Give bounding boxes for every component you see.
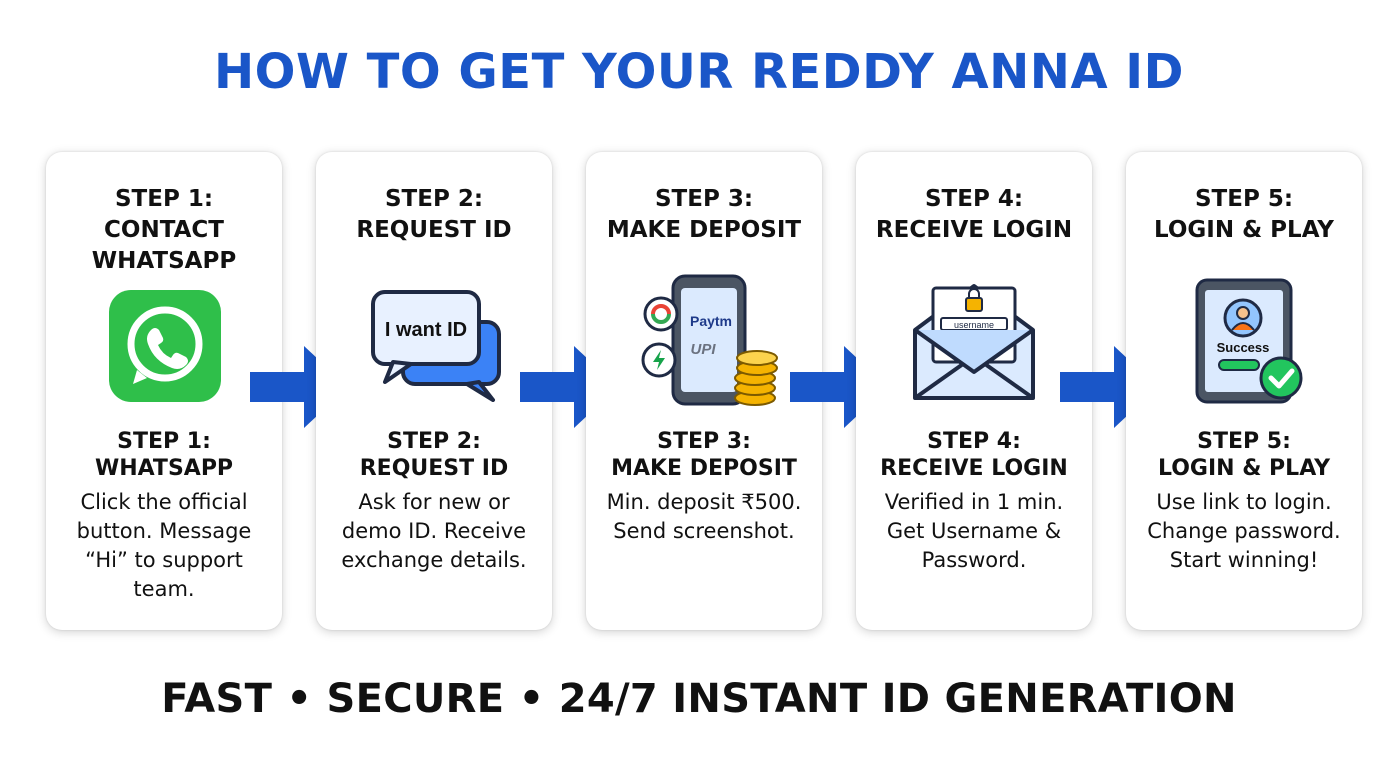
step-subheading: STEP 1: WHATSAPP [94, 429, 234, 481]
step-heading: STEP 1: CONTACT WHATSAPP [91, 186, 237, 274]
step-card-4: STEP 4: RECEIVE LOGIN username STEP 4: R… [856, 152, 1092, 630]
step-card-1: STEP 1: CONTACT WHATSAPP STEP 1: WHATSAP… [46, 152, 282, 630]
step-card-2: STEP 2: REQUEST ID I want ID STEP 2: REQ… [316, 152, 552, 630]
step-description: Verified in 1 min. Get Username & Passwo… [884, 490, 1064, 572]
step-subheading: STEP 3: MAKE DEPOSIT [611, 429, 797, 481]
paytm-label: Paytm [690, 313, 732, 329]
success-label: Success [1217, 340, 1270, 355]
step-description: Ask for new or demo ID. Receive exchange… [341, 490, 527, 572]
step-description: Use link to login. Change password. Star… [1147, 490, 1341, 572]
whatsapp-icon [109, 290, 221, 402]
chat-bubble-icon: I want ID [371, 290, 501, 402]
step-heading: STEP 3: MAKE DEPOSIT [606, 186, 802, 243]
step-subheading: STEP 5: LOGIN & PLAY [1157, 429, 1331, 481]
step-subheading: STEP 4: RECEIVE LOGIN [880, 429, 1068, 481]
step-heading: STEP 2: REQUEST ID [356, 186, 512, 243]
envelope-login-icon: username [913, 284, 1035, 400]
step-card-5: STEP 5: LOGIN & PLAY Success STEP 5: LOG… [1126, 152, 1362, 630]
step-subheading: STEP 2: REQUEST ID [359, 429, 509, 481]
step-card-3: STEP 3: MAKE DEPOSIT Paytm UPI STEP 3: M… [586, 152, 822, 630]
tablet-success-icon: Success [1195, 278, 1303, 404]
step-heading: STEP 4: RECEIVE LOGIN [875, 186, 1073, 243]
chat-bubble-text: I want ID [385, 319, 467, 341]
step-heading: STEP 5: LOGIN & PLAY [1154, 186, 1334, 243]
page-title: HOW TO GET YOUR REDDY ANNA ID [214, 44, 1184, 100]
footer-tagline: FAST • SECURE • 24/7 INSTANT ID GENERATI… [161, 676, 1237, 722]
step-description: Click the official button. Message “Hi” … [76, 490, 252, 601]
step-description: Min. deposit ₹500. Send screenshot. [606, 490, 802, 543]
upi-label: UPI [690, 341, 716, 358]
username-field-label: username [954, 320, 994, 330]
phone-payment-icon: Paytm UPI [641, 274, 778, 406]
